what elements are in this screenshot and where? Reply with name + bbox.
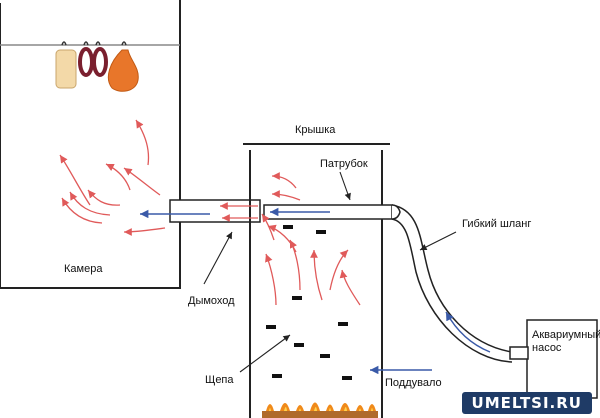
label-pointers: [203, 171, 457, 373]
sausage-left: [78, 47, 94, 77]
label-chamber: Камера: [64, 263, 103, 275]
cheese-piece: [55, 49, 77, 89]
label-chimney: Дымоход: [188, 295, 235, 307]
hanging-products: [55, 41, 139, 92]
label-flexible-hose: Гибкий шланг: [462, 218, 532, 230]
label-wood-chips: Щепа: [205, 374, 234, 386]
smoking-chamber: [0, 0, 181, 289]
flexible-hose: [391, 204, 513, 363]
wood-chips: [266, 225, 352, 380]
smoke-box: [243, 143, 393, 418]
fire: [262, 402, 378, 418]
chimney-pipe: [169, 199, 261, 223]
air-arrows: [140, 207, 491, 375]
label-air-supply: Поддувало: [385, 377, 442, 389]
meat-piece: [107, 49, 139, 92]
watermark: UMELTSI.RU: [461, 392, 592, 414]
label-pipe: Патрубок: [320, 158, 368, 170]
aquarium-pump: [509, 319, 598, 399]
sausage-right: [92, 47, 108, 77]
smoke-arrows: [59, 119, 361, 306]
label-aquarium-pump: Аквариумный насос: [532, 329, 600, 354]
label-lid: Крышка: [295, 124, 336, 136]
